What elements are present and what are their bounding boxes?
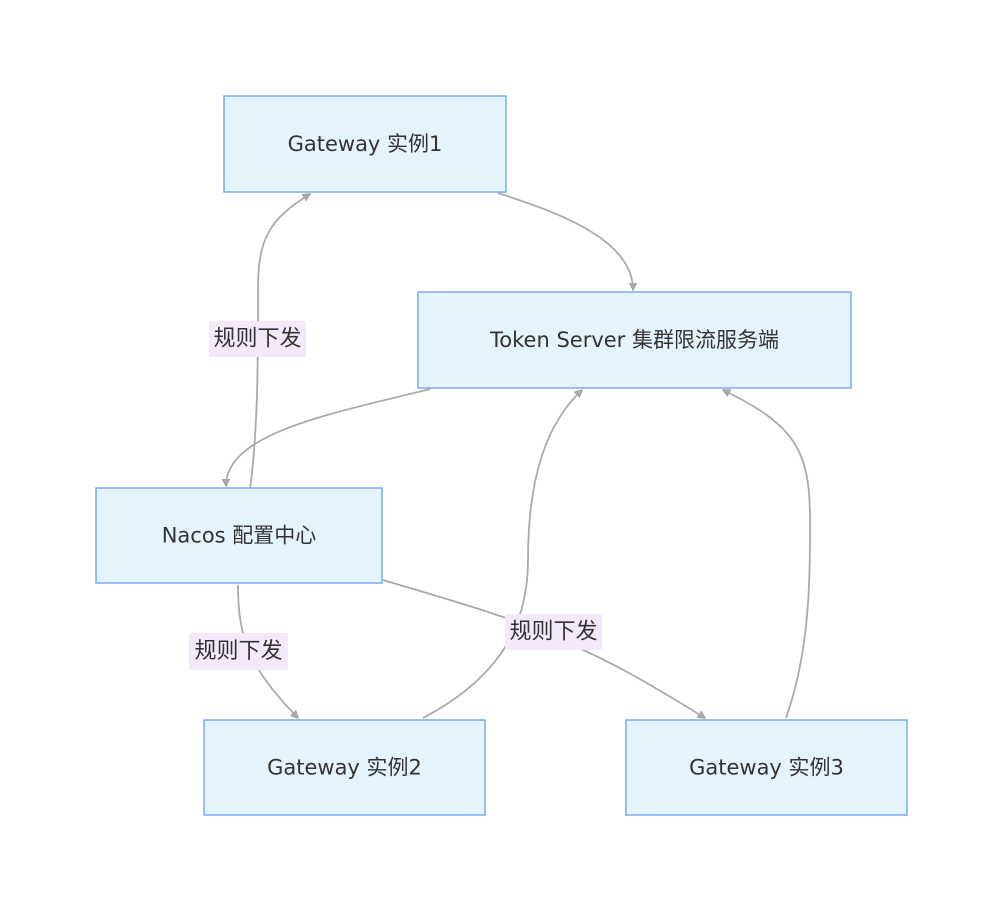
node-label: Nacos 配置中心 (162, 524, 317, 548)
edge-token-to-nacos (226, 388, 431, 486)
edge-gw3-to-token (723, 389, 811, 719)
edge-gw1-to-token (497, 192, 633, 290)
edge-gw2-to-token (422, 390, 582, 719)
edge-nacos-to-gw1 (249, 193, 310, 490)
edge-label-nacos-to-gw2: 规则下发 (189, 633, 288, 670)
node-token-server[interactable]: Token Server 集群限流服务端 (417, 291, 852, 389)
edge-labels: 规则下发 规则下发 规则下发 (189, 321, 602, 670)
edge-label-text: 规则下发 (194, 639, 282, 664)
nodes: Gateway 实例1 Token Server 集群限流服务端 Nacos 配… (95, 95, 908, 816)
node-gateway-3[interactable]: Gateway 实例3 (625, 719, 908, 816)
node-gateway-1[interactable]: Gateway 实例1 (223, 95, 507, 193)
node-label: Token Server 集群限流服务端 (489, 328, 779, 352)
edge-label-text: 规则下发 (213, 327, 301, 352)
node-label: Gateway 实例3 (689, 756, 844, 780)
node-label: Gateway 实例2 (267, 756, 422, 780)
edge-label-nacos-to-gw3: 规则下发 (505, 614, 602, 650)
node-gateway-2[interactable]: Gateway 实例2 (203, 719, 486, 816)
node-label: Gateway 实例1 (288, 132, 443, 156)
edge-label-nacos-to-gw1: 规则下发 (209, 321, 306, 357)
edge-label-text: 规则下发 (509, 620, 597, 645)
node-nacos[interactable]: Nacos 配置中心 (95, 487, 383, 584)
